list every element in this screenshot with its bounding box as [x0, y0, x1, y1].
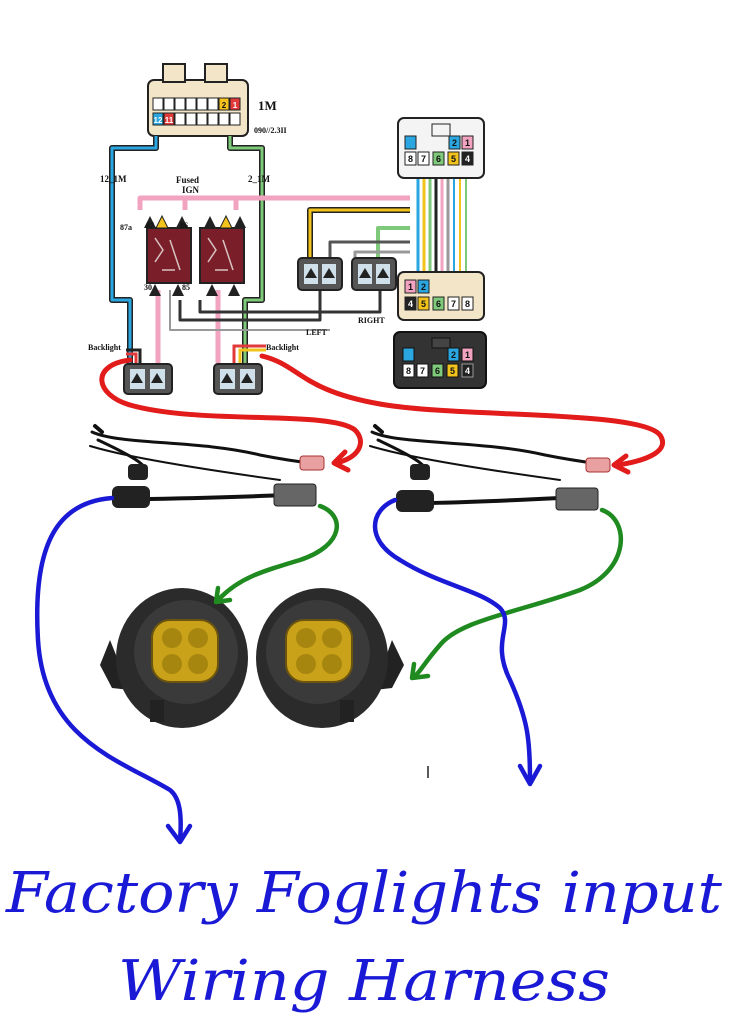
lamp-connector-right	[213, 363, 263, 395]
harness-right-plug	[396, 457, 611, 512]
connector-bottom-right	[393, 331, 487, 389]
ctr-pin-7: 7	[421, 154, 426, 164]
ctr-pin-5: 5	[451, 154, 456, 164]
backlight-wire-right	[232, 344, 266, 365]
backlight-label-right: Backlight	[266, 343, 299, 352]
cbr-pin-8: 8	[406, 366, 411, 376]
fused-label: Fused	[176, 175, 199, 185]
handwritten-line-1: Factory Foglights input	[5, 861, 723, 926]
relay-pin-87: 87	[146, 221, 154, 230]
main-connector-code: 090//2.3II	[254, 126, 287, 135]
ctr-pin-1: 1	[465, 138, 470, 148]
blue-arrow-right	[372, 497, 543, 787]
harness-right	[369, 424, 602, 505]
ctr-pin-8: 8	[408, 154, 413, 164]
cmr-pin-6: 6	[436, 299, 441, 309]
cbr-pin-7: 7	[420, 366, 425, 376]
harness-left	[89, 424, 320, 501]
green-arrow-right	[409, 507, 624, 681]
ctr-pin-6: 6	[436, 154, 441, 164]
ctr-pin-2: 2	[452, 138, 457, 148]
main-connector-pin-1: 1	[233, 101, 238, 110]
cmr-pin-2: 2	[421, 282, 426, 292]
cbr-pin-4: 4	[465, 366, 470, 376]
cbr-pin-5: 5	[450, 366, 455, 376]
connector-top-right	[397, 117, 485, 179]
harness-left-plug	[112, 455, 325, 508]
cmr-pin-8: 8	[465, 299, 470, 309]
ign-label: IGN	[182, 185, 200, 195]
main-connector-pin-2: 2	[222, 101, 227, 110]
red-arrow-left	[99, 357, 363, 473]
connector-mid-right	[397, 271, 485, 321]
blue-arrow-left	[35, 495, 193, 845]
cbr-pin-6: 6	[435, 366, 440, 376]
red-arrow-right	[259, 353, 665, 475]
relay-pin-86: 86	[180, 221, 188, 230]
relay-left	[144, 214, 192, 296]
relay-right	[199, 214, 246, 296]
relay-pin-85: 85	[182, 283, 190, 292]
main-connector-pin-12: 12	[154, 116, 163, 125]
backlight-label-left: Backlight	[88, 343, 121, 352]
relay-pin-87a: 87a	[120, 223, 132, 232]
handwritten-line-2: Wiring Harness	[118, 949, 610, 1014]
switch-label-right: RIGHT	[358, 316, 385, 325]
switch-label-left: LEFT	[306, 328, 328, 337]
backlight-wire-left	[126, 348, 142, 365]
cmr-pin-4: 4	[408, 299, 413, 309]
cmr-pin-5: 5	[421, 299, 426, 309]
main-connector-1m: 12 11 2 1 1M 090//2.3II	[147, 63, 287, 137]
relay-pin-30: 30	[144, 283, 152, 292]
cmr-pin-7: 7	[451, 299, 456, 309]
cbr-pin-1: 1	[465, 350, 470, 360]
switch-connector-left	[297, 257, 343, 291]
main-connector-name: 1M	[258, 98, 277, 113]
wire-label-left: 12_1M	[100, 174, 127, 184]
cbr-pin-2: 2	[451, 350, 456, 360]
cmr-pin-1: 1	[408, 282, 413, 292]
fog-lamp-left	[100, 588, 248, 728]
fog-lamp-right	[256, 588, 404, 728]
switch-connector-right	[351, 257, 397, 291]
main-connector-pin-11: 11	[165, 116, 174, 125]
lamp-connector-left	[123, 363, 173, 395]
wire-label-right: 2_1M	[248, 174, 271, 184]
green-arrow-left	[213, 503, 339, 605]
ctr-pin-4: 4	[465, 154, 470, 164]
